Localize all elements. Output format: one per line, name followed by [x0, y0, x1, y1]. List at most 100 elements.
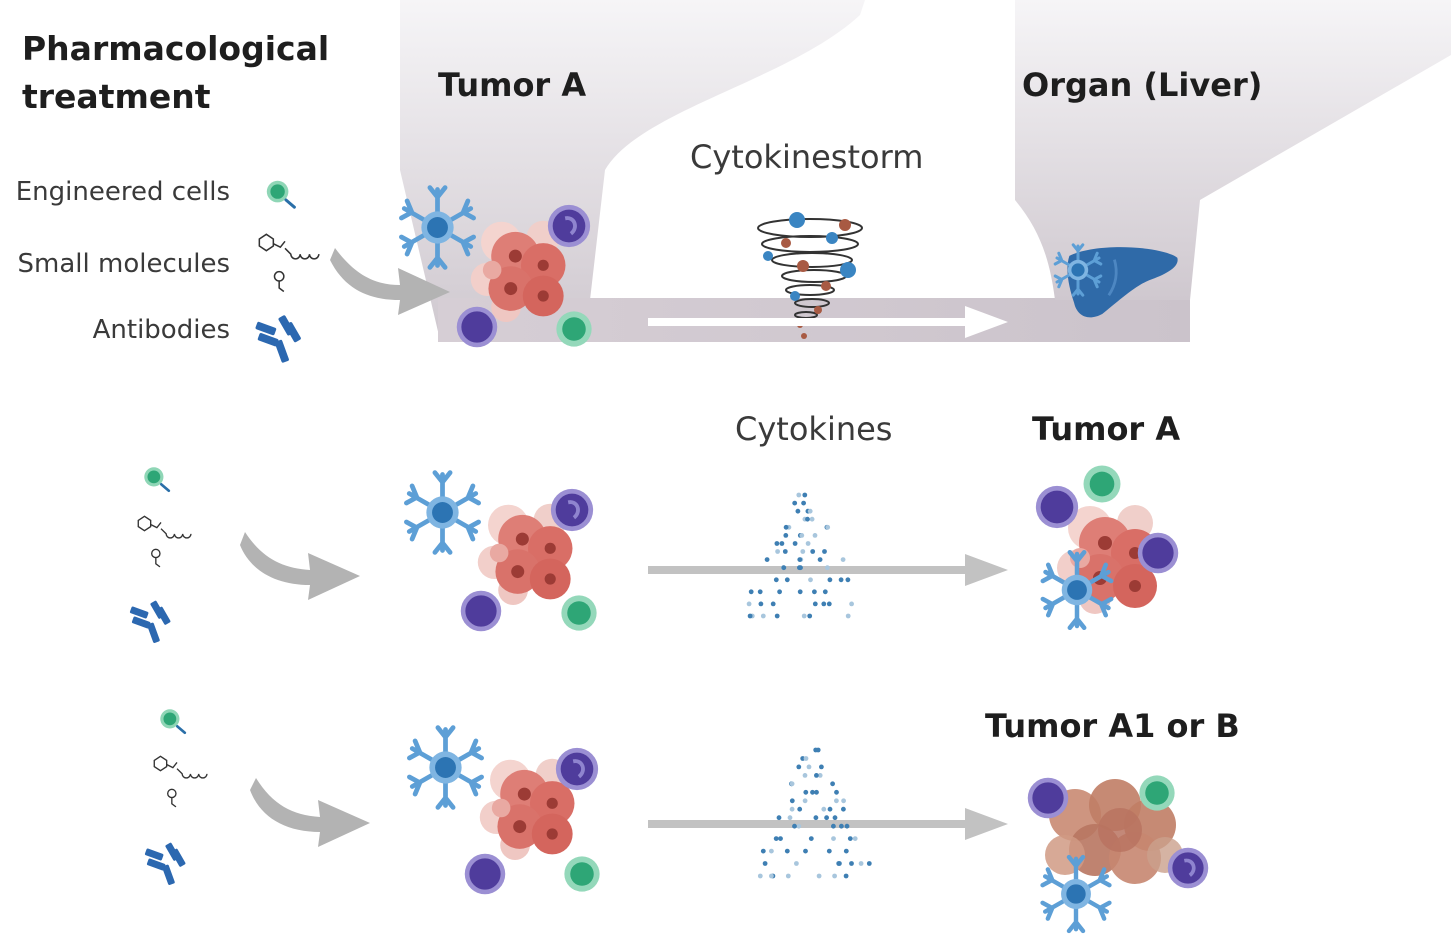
tumor-a1-or-b-label: Tumor A1 or B [985, 707, 1240, 745]
cytokine-particles [763, 212, 856, 339]
title-line1: Pharmacological [22, 29, 329, 68]
cytokines-label: Cytokines [735, 410, 892, 448]
cytokine-dot [826, 601, 832, 607]
cytokine-dot [805, 516, 810, 522]
label-engineered-cells: Engineered cells [16, 177, 230, 207]
cytokine-dot [825, 524, 831, 530]
cytokine-dot [821, 806, 827, 812]
cytokine-dot [747, 613, 753, 619]
cytokine-dot [784, 577, 790, 583]
cytokine-dot [776, 815, 782, 821]
cytokine-dot [798, 565, 803, 571]
engineered-cell-icon [142, 465, 171, 493]
cytokine-dot [812, 601, 818, 607]
cytokine-dot [760, 613, 766, 619]
cytokine-dot [783, 524, 789, 530]
cytokine-dot [803, 756, 809, 761]
cytokine-dot [822, 549, 827, 554]
cytokine-dot [773, 577, 779, 583]
small-molecule-icon [258, 233, 320, 293]
cytokine-dot [802, 798, 808, 804]
cytokine-dot [806, 764, 812, 770]
cytokine-dot [748, 589, 754, 595]
cytokine-dot [814, 773, 819, 778]
cytokine-dot [807, 613, 813, 619]
cytokine-dot [847, 836, 853, 841]
tornado-icon [757, 218, 863, 319]
cytokine-dot [849, 861, 854, 866]
cytokine-dot [822, 589, 828, 595]
cytokine-dot [815, 747, 821, 753]
cytokine-dot [796, 764, 802, 770]
cytokine-dot [758, 601, 764, 607]
cytokine-dot [773, 836, 779, 841]
antibody-icon [129, 600, 171, 644]
cytokine-dot [757, 589, 763, 595]
cytokine-dot [762, 861, 768, 866]
label-small-molecules: Small molecules [18, 249, 230, 279]
cytokine-dot [812, 589, 817, 595]
label-antibodies: Antibodies [93, 315, 230, 345]
cytokine-dot [810, 789, 815, 795]
green-immune-cell-icon [561, 595, 597, 631]
cytokine-dot [783, 533, 789, 538]
cytokine-dot [792, 541, 798, 546]
cytokine-dot [837, 861, 842, 866]
organ-funnel-shade [1015, 0, 1451, 300]
cytokine-dot [843, 848, 849, 854]
cytokine-dot [760, 848, 766, 854]
cytokine-dot [775, 549, 780, 554]
row1-tumor-a-label: Tumor A [438, 66, 586, 104]
cytokine-dot [792, 500, 798, 506]
cytokine-dot [813, 815, 819, 821]
cytokine-dot [803, 848, 808, 854]
purple-immune-cell-icon [545, 202, 593, 250]
cytokine-dot [797, 557, 803, 562]
cytokine-dot [789, 806, 795, 812]
antibody-icon [144, 842, 186, 886]
purple-immune-cell-icon [553, 745, 601, 793]
cytokine-dot [802, 773, 808, 778]
antibody-icon [255, 314, 302, 364]
cytokine-dot [785, 873, 791, 879]
cytokine-dot [838, 577, 844, 583]
cytokine-dot [821, 601, 827, 607]
cytokine-dot [866, 861, 872, 866]
organ-liver-label: Organ (Liver) [1022, 66, 1262, 104]
cytokine-dot [845, 613, 851, 619]
cytokine-dot [757, 873, 763, 879]
cytokine-dot [801, 613, 807, 619]
treatment-arrow-row3 [250, 778, 370, 847]
cytokine-dot [774, 541, 780, 546]
small-molecule-icon [153, 755, 208, 808]
cytokine-dot [809, 516, 815, 522]
cytokine-storm-label: Cytokinestorm [690, 138, 923, 176]
cytokine-dot [810, 549, 816, 554]
cytokine-dot [779, 541, 785, 546]
cytokine-dot [844, 823, 850, 829]
purple-immune-cell-icon [1137, 532, 1179, 574]
cytokine-dot [826, 848, 832, 854]
purple-immune-cell-icon [464, 853, 506, 895]
cytokine-dot [764, 557, 770, 562]
cytokine-dot [834, 789, 839, 795]
cytokine-dot [827, 577, 833, 583]
green-immune-cell-icon [1083, 465, 1121, 503]
cytokine-dot [841, 798, 846, 804]
engineered-cell-icon [158, 707, 187, 735]
purple-immune-cell-icon [1035, 485, 1079, 529]
cytokine-dot [794, 861, 799, 866]
small-molecule-icon [137, 515, 192, 568]
cytokine-dot [814, 789, 819, 795]
cytokine-dot [746, 601, 752, 607]
cytokine-dot [831, 836, 836, 841]
purple-immune-cell-icon [460, 590, 502, 632]
cytokine-dot [792, 823, 797, 829]
cytokine-dot [789, 798, 795, 804]
dendritic-cell-icon [409, 728, 481, 808]
cytokine-dot [778, 836, 783, 841]
treatment-arrow-row1 [330, 248, 450, 315]
cytokine-dot [797, 806, 803, 812]
cytokine-dot [812, 533, 818, 538]
